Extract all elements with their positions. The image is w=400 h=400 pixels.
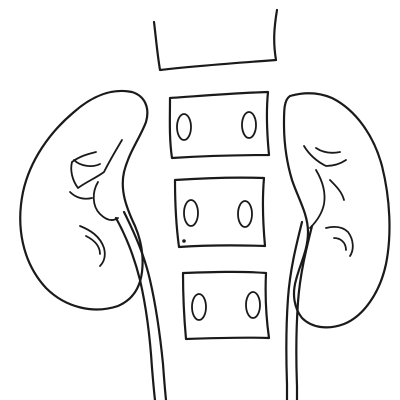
vertebra-1-left-foramen — [177, 114, 191, 140]
left-kidney-calyx — [94, 182, 118, 220]
vertebra-2-dot — [182, 239, 186, 243]
right-kidney-calyx — [310, 170, 325, 228]
vertebra-2-left-foramen — [184, 200, 198, 226]
right-kidney-pelvis — [304, 146, 346, 166]
vertebra-2 — [175, 178, 265, 247]
right-ureter — [286, 222, 312, 400]
vertebra-1 — [170, 92, 269, 158]
vertebra-3-left-foramen — [192, 294, 206, 320]
vertebra-3 — [183, 272, 269, 339]
vertebra-2-right-foramen — [238, 201, 252, 227]
left-ureter — [116, 212, 166, 400]
spine-upper-segment — [154, 10, 277, 70]
vertebra-1-right-foramen — [242, 112, 256, 138]
left-kidney — [20, 91, 147, 309]
vertebra-3-right-foramen — [246, 292, 260, 318]
